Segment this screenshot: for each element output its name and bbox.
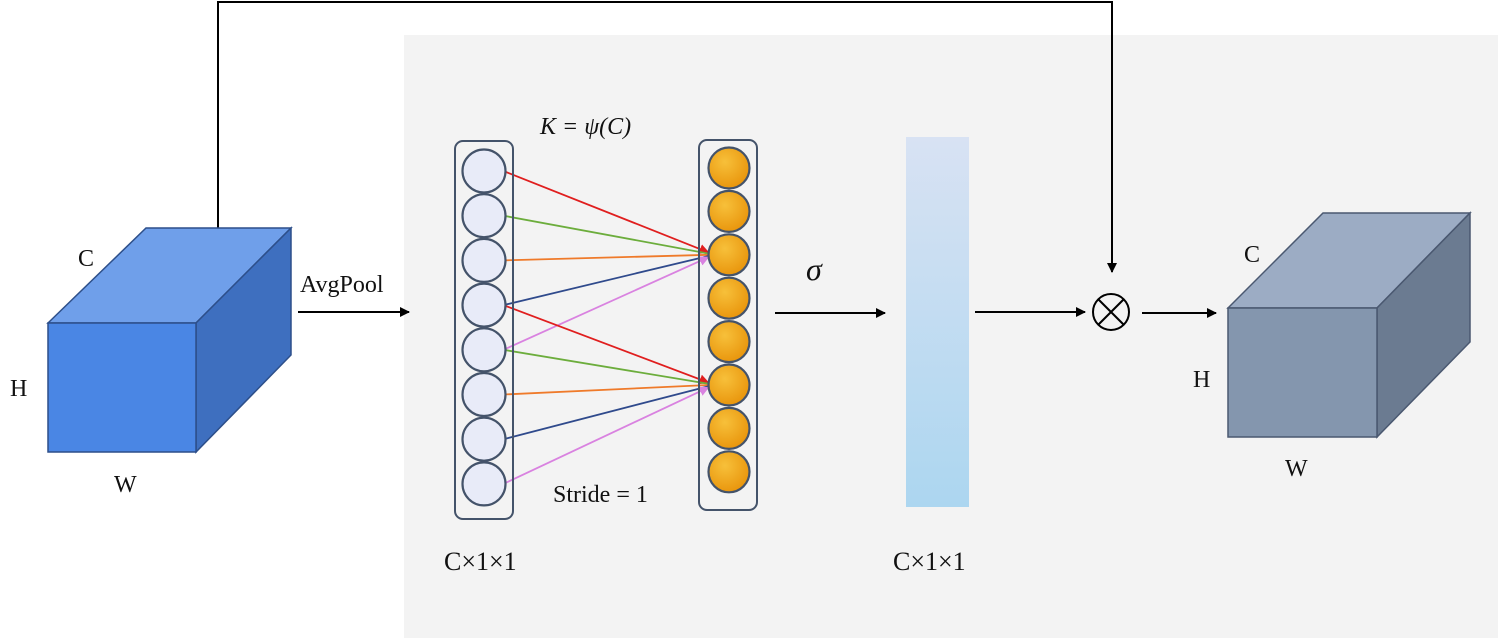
input-w-label: W [114, 472, 137, 498]
conv-edge [503, 170, 710, 254]
output-channel-node [707, 233, 751, 277]
conv-edge [503, 385, 709, 441]
output-c-label: C [1244, 242, 1260, 268]
avgpool-label: AvgPool [300, 272, 384, 298]
input-channel-node [461, 148, 507, 194]
conv-edge [503, 255, 709, 306]
conv-edge [503, 256, 710, 351]
dims-left-label: C×1×1 [444, 547, 517, 576]
skip-connection [217, 1, 1117, 273]
multiply-operator-icon [1092, 293, 1130, 331]
stride-label: Stride = 1 [553, 482, 648, 508]
input-feature-cube [46, 226, 293, 454]
conv-edge [503, 384, 709, 396]
output-feature-cube [1226, 211, 1472, 439]
output-channel-node [707, 406, 751, 450]
input-nodes [461, 148, 507, 507]
input-channel-node [461, 461, 507, 507]
input-channel-node [461, 416, 507, 462]
input-channel-node [461, 237, 507, 283]
input-channel-node [461, 282, 507, 328]
input-cube-front [47, 322, 197, 453]
output-cube-front [1227, 307, 1378, 438]
input-h-label: H [10, 376, 27, 402]
output-w-label: W [1285, 456, 1308, 482]
conv1d-connections [503, 170, 710, 485]
output-channel-node [707, 189, 751, 233]
output-h-label: H [1193, 367, 1210, 393]
attention-weight-bar [906, 137, 969, 507]
output-nodes [707, 146, 751, 494]
dims-right-label: C×1×1 [893, 547, 966, 576]
input-channel-node [461, 193, 507, 239]
output-channel-node [707, 363, 751, 407]
output-channel-node [707, 276, 751, 320]
conv-edge [503, 253, 709, 262]
input-channel-node [461, 371, 507, 418]
conv-edge [503, 214, 709, 255]
output-channel-node [707, 450, 751, 494]
conv-edge [503, 386, 710, 485]
output-channel-node [707, 146, 751, 190]
input-node-column [454, 140, 514, 520]
conv-edge [503, 304, 710, 385]
kernel-formula: K = ψ(C) [539, 114, 631, 140]
sigma-label: σ [806, 251, 823, 287]
input-c-label: C [78, 246, 94, 272]
output-channel-node [707, 320, 751, 364]
output-node-column [698, 139, 758, 511]
conv-edge [503, 348, 709, 385]
input-channel-node [461, 327, 507, 373]
